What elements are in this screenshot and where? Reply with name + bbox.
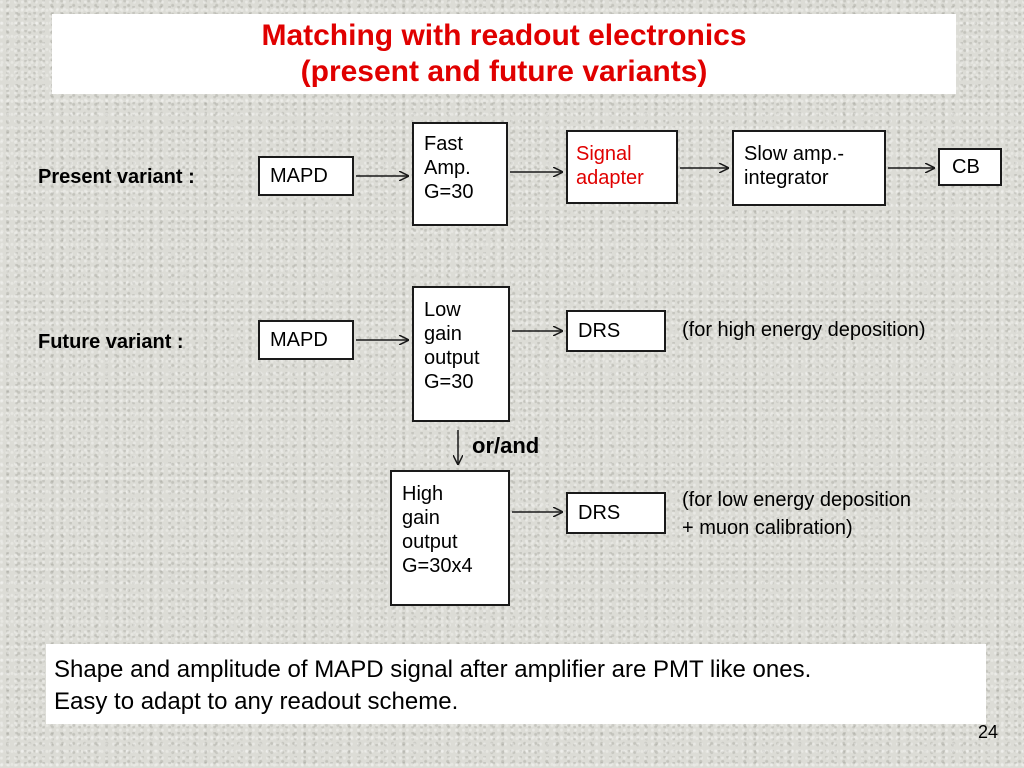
low-gain-line-1: Low: [424, 299, 461, 321]
drs-bottom-box: DRS: [566, 492, 666, 534]
low-gain-box: Low gain output G=30: [412, 286, 510, 422]
page-number: 24: [978, 722, 999, 742]
signal-adapter-line-2: adapter: [576, 167, 644, 189]
summary-line-1: Shape and amplitude of MAPD signal after…: [54, 656, 812, 683]
title-line-1: Matching with readout electronics: [261, 19, 747, 52]
present-variant-label: Present variant :: [38, 166, 195, 188]
high-gain-line-2: gain: [402, 507, 440, 529]
cb-text: CB: [952, 156, 980, 178]
high-gain-line-4: G=30x4: [402, 555, 473, 577]
present-mapd-text: MAPD: [270, 165, 328, 187]
fast-amp-line-2: Amp.: [424, 157, 471, 179]
signal-adapter-box: Signal adapter: [566, 130, 678, 204]
summary-line-2: Easy to adapt to any readout scheme.: [54, 688, 459, 715]
title-line-2: (present and future variants): [300, 55, 708, 88]
summary-box: Shape and amplitude of MAPD signal after…: [46, 644, 986, 724]
fast-amp-box: Fast Amp. G=30: [412, 122, 508, 226]
cb-box: CB: [938, 148, 1002, 186]
low-gain-line-3: output: [424, 347, 480, 369]
or-and-label: or/and: [472, 433, 540, 458]
drs-top-text: DRS: [578, 320, 621, 342]
signal-adapter-line-1: Signal: [576, 143, 632, 165]
slow-amp-box: Slow amp.- integrator: [732, 130, 886, 206]
fast-amp-line-1: Fast: [424, 133, 463, 155]
high-gain-line-3: output: [402, 531, 458, 553]
slow-amp-line-1: Slow amp.-: [744, 143, 845, 165]
note-low-energy-line-2: + muon calibration): [682, 517, 853, 539]
fast-amp-line-3: G=30: [424, 181, 474, 203]
drs-top-box: DRS: [566, 310, 666, 352]
note-high-energy: (for high energy deposition): [682, 319, 926, 341]
high-gain-line-1: High: [402, 483, 444, 505]
drs-bottom-text: DRS: [578, 502, 621, 524]
low-gain-line-2: gain: [424, 323, 462, 345]
future-mapd-box: MAPD: [258, 320, 354, 360]
future-mapd-text: MAPD: [270, 329, 328, 351]
note-low-energy-line-1: (for low energy deposition: [682, 489, 912, 511]
slow-amp-line-2: integrator: [744, 167, 829, 189]
note-low-energy: (for low energy deposition + muon calibr…: [682, 486, 911, 542]
high-gain-box: High gain output G=30x4: [390, 470, 510, 606]
low-gain-line-4: G=30: [424, 371, 474, 393]
present-mapd-box: MAPD: [258, 156, 354, 196]
slide-title: Matching with readout electronics (prese…: [52, 14, 956, 94]
future-variant-label: Future variant :: [38, 331, 184, 353]
